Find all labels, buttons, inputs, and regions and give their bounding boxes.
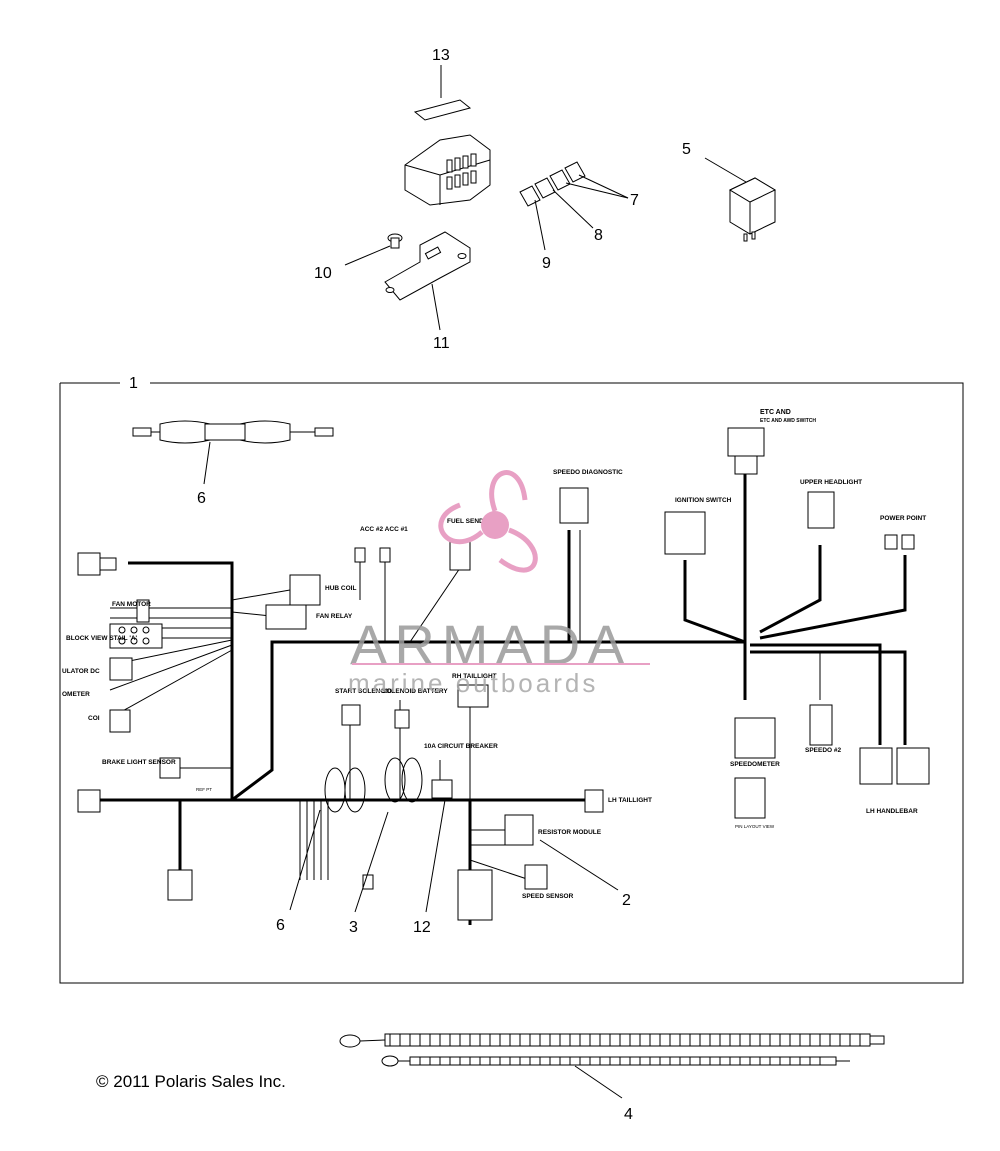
label-pin-layout: PIN LAYOUT VIEW [735,824,775,829]
part-11-bracket [384,231,471,301]
watermark-logo [438,470,538,573]
harness-loops [299,757,423,890]
label-hub-coil: HUB COIL [325,585,356,592]
callout-6-bottom: 6 [276,917,285,934]
harness-frame [59,382,964,984]
label-etc-awd: ETC AND AWD SWITCH [760,418,816,424]
label-acc: ACC #2 ACC #1 [360,526,408,533]
label-fan-relay: FAN RELAY [316,613,353,620]
label-speedometer: SPEEDOMETER [730,761,780,768]
label-block-view: BLOCK VIEW STAIL 'A' [66,635,138,642]
callout-10: 10 [314,265,332,282]
callout-2: 2 [622,892,631,909]
label-fan-motor: FAN MOTOR [112,601,151,608]
label-speedo-diagnostic: SPEEDO DIAGNOSTIC [553,469,623,476]
label-power-point: POWER POINT [880,515,926,522]
callout-1: 1 [129,375,138,392]
callout-8: 8 [594,227,603,244]
part-6-harness-link [132,420,334,444]
part-4-cables [339,1033,885,1067]
label-coil: COI [88,715,100,722]
label-lh-handlebar: LH HANDLEBAR [866,808,918,815]
label-start-solenoid: START SOLENOID [335,688,392,695]
callout-12: 12 [413,919,431,936]
label-rh-taillight: RH TAILLIGHT [452,673,497,680]
label-brake-light-sensor: BRAKE LIGHT SENSOR [102,759,176,766]
watermark-tagline: marine outboards [348,668,598,698]
part-5-relay [728,177,777,242]
label-upper-headlight: UPPER HEADLIGHT [800,479,862,486]
label-speedo2: SPEEDO #2 [805,747,842,754]
callout-3: 3 [349,919,358,936]
part-7-8-9-fuses [519,161,586,207]
part-13-decal [404,99,491,206]
callout-7: 7 [630,192,639,209]
callout-5: 5 [682,141,691,158]
label-solenoid-battery: SOLENOID BATTERY [382,688,448,695]
main-wiring [98,470,907,925]
part-10-bolt [387,233,403,249]
callout-4: 4 [624,1106,633,1123]
callout-11: 11 [433,335,450,352]
label-regulator: ULATOR DC [62,668,100,675]
label-resistor-module: RESISTOR MODULE [538,829,602,836]
callout-6-top: 6 [197,490,206,507]
callout-9: 9 [542,255,551,272]
connectors [77,427,930,921]
callout-13: 13 [432,47,450,64]
watermark-brand: ARMADA [350,613,632,676]
label-fuel-sender: FUEL SENDER [447,518,493,525]
label-etc-awd-1: ETC AND [760,409,791,416]
label-lh-taillight: LH TAILLIGHT [608,797,652,804]
label-speed-sensor: SPEED SENSOR [522,893,574,900]
label-circuit-breaker: 10A CIRCUIT BREAKER [424,743,498,750]
label-ref-pt: REF PT [196,787,212,792]
label-ignition-switch: IGNITION SWITCH [675,497,732,504]
label-odometer: OMETER [62,691,90,698]
copyright: © 2011 Polaris Sales Inc. [96,1072,286,1091]
